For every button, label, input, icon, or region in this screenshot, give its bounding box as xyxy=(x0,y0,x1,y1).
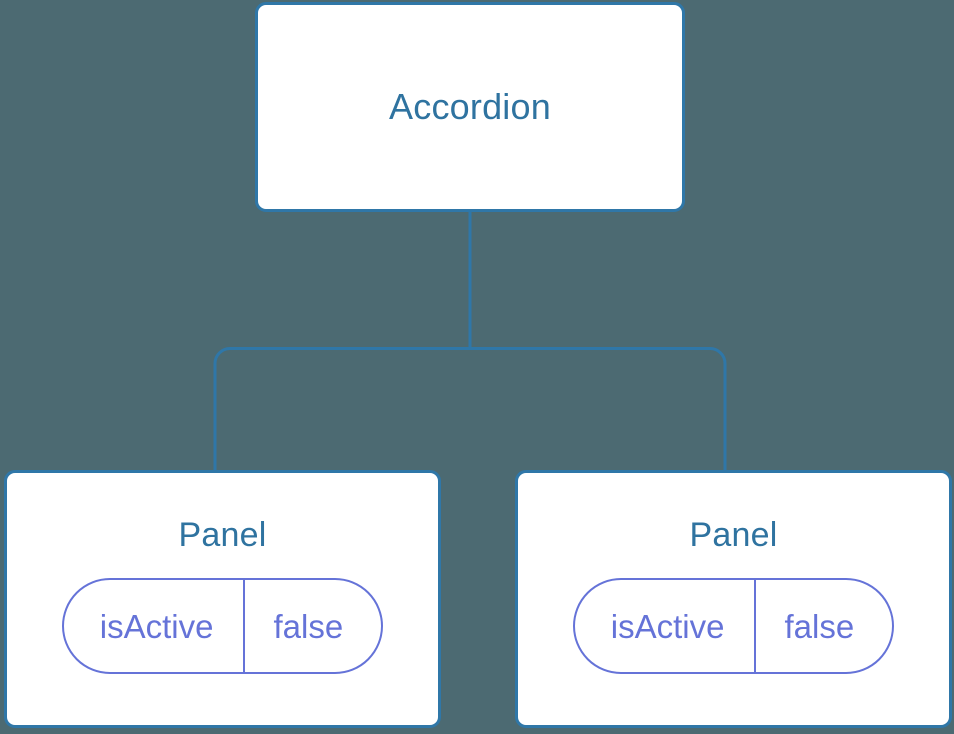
node-panel-2[interactable]: Panel isActive false xyxy=(515,470,952,728)
prop-value: false xyxy=(784,607,855,645)
edge-split-to-panel-right xyxy=(470,347,727,470)
prop-key: isActive xyxy=(64,580,246,673)
node-accordion[interactable]: Accordion xyxy=(255,2,685,212)
node-panel-1-label: Panel xyxy=(178,516,267,554)
prop-value: false xyxy=(273,607,344,645)
prop-key: isActive xyxy=(575,580,757,673)
node-panel-1[interactable]: Panel isActive false xyxy=(4,470,441,728)
edge-split-to-panel-left xyxy=(213,347,470,470)
prop-badge-isactive-1[interactable]: isActive false xyxy=(61,578,384,675)
node-accordion-label: Accordion xyxy=(389,86,551,128)
prop-badge-isactive-2[interactable]: isActive false xyxy=(572,578,895,675)
node-panel-2-label: Panel xyxy=(689,516,778,554)
